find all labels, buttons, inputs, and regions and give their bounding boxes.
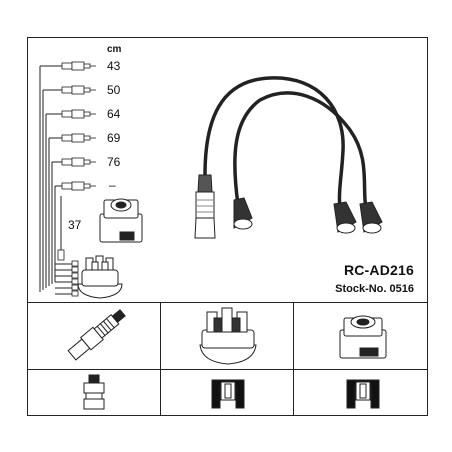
distributor-cap-small [77,255,123,299]
distributor-cap-icon [199,307,257,365]
ignition-cables [203,76,368,212]
wire-length-3: 64 [107,107,121,121]
wire-length-4: 69 [107,131,121,145]
wire-terminals [57,61,96,297]
divider-middle [27,369,428,370]
spark-plug-icon [67,309,126,361]
wire-length-5: 76 [107,155,121,169]
divider-col-1 [160,302,161,416]
wire-length-1: 43 [107,59,121,73]
spark-plug-terminal-icon [83,374,105,410]
unit-label: cm [107,44,122,55]
divider-col-2 [293,302,294,416]
divider-top [27,302,428,303]
stock-number: Stock-No. 0516 [335,283,414,295]
ignition-coil-small [99,198,143,243]
coil-wire-length: 37 [68,218,82,232]
plug-boots [233,197,383,234]
coil-boot [194,174,216,239]
product-code: RC-AD216 [343,262,414,278]
ignition-coil-icon [339,315,387,359]
wire-length-6: – [109,178,116,192]
terminal-socket-icon-1 [211,379,245,409]
main-frame [27,37,428,416]
wire-length-2: 50 [107,83,121,97]
terminal-socket-icon-2 [346,379,380,409]
